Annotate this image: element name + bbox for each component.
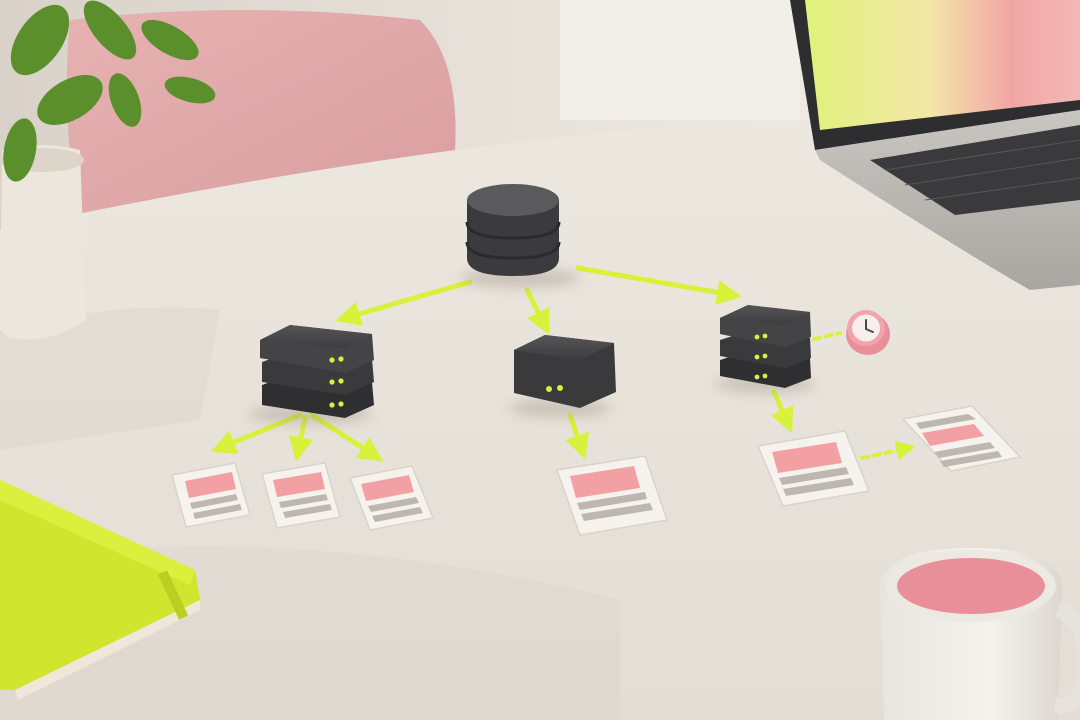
arrow-center-doc	[565, 412, 589, 460]
lime-notebook	[0, 480, 200, 700]
arrow-right-doc	[770, 389, 794, 434]
potted-plant	[0, 0, 216, 340]
server-icon	[514, 335, 616, 408]
server-icon	[260, 325, 374, 418]
plant-leaves	[3, 0, 216, 182]
dashed-arrow-doc	[860, 440, 916, 461]
clock-icon	[846, 310, 890, 355]
flow-arrows	[210, 265, 794, 462]
document-icon	[756, 430, 871, 507]
server-unit	[260, 325, 374, 373]
window-light	[560, 0, 800, 120]
document-icon	[261, 462, 341, 529]
arrow-db-center	[524, 287, 550, 335]
server-icon	[720, 305, 811, 388]
laptop-keyboard	[870, 125, 1080, 215]
dashed-arrows	[812, 331, 916, 461]
document-icon	[348, 465, 435, 531]
desk-surface	[0, 120, 1080, 720]
document-icon	[171, 462, 251, 528]
desk-shadow-left	[0, 307, 220, 450]
document-icon	[555, 455, 668, 536]
database-icon	[465, 184, 561, 276]
server-unit	[720, 305, 811, 347]
pink-chair	[66, 10, 456, 215]
laptop	[790, 0, 1080, 290]
document-icon	[901, 405, 1022, 472]
laptop-screen	[805, 0, 1080, 130]
keyboard-keys	[884, 139, 1080, 201]
arrow-db-right	[575, 265, 742, 305]
arrow-db-left	[335, 279, 473, 326]
notebook-strap	[157, 570, 189, 620]
coffee-mug	[880, 548, 1080, 720]
mug-inner	[897, 558, 1045, 614]
dashed-link-clock	[812, 331, 842, 341]
